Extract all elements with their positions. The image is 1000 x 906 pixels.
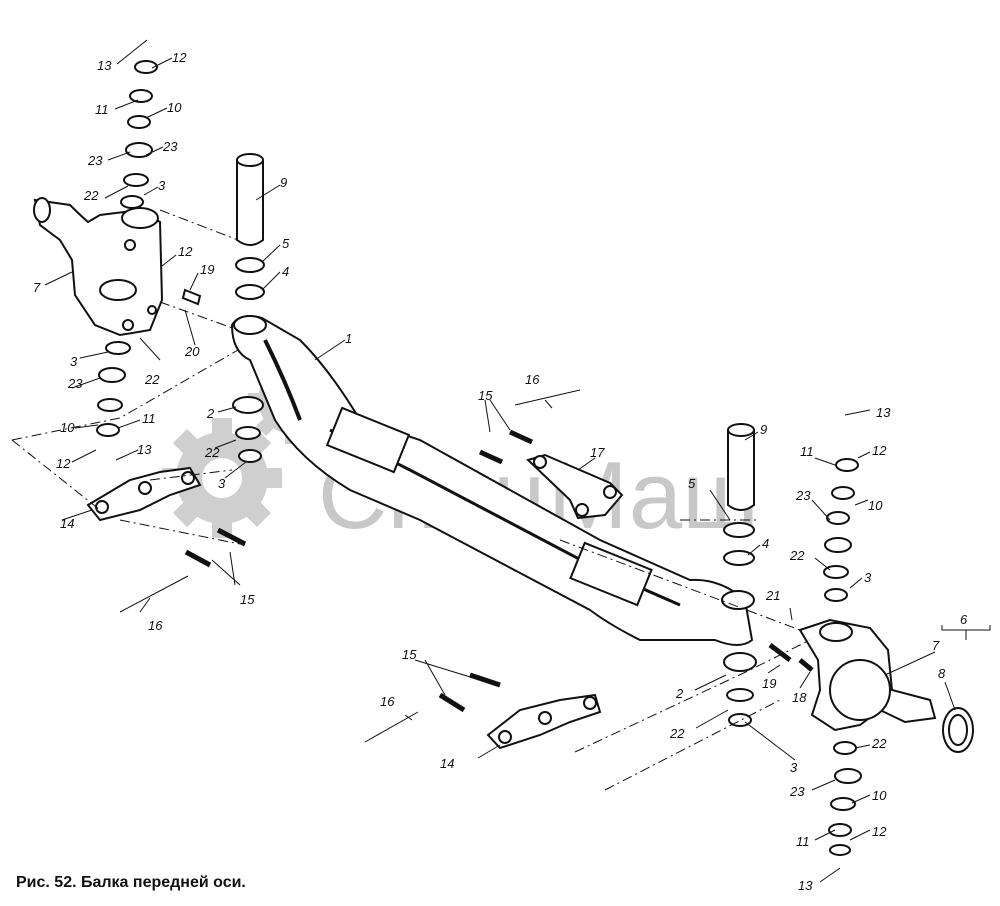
- callout-16: 16: [525, 372, 540, 387]
- callout-19: 19: [762, 676, 776, 691]
- callout-10: 10: [872, 788, 887, 803]
- callout-12: 12: [56, 456, 71, 471]
- callout-23: 23: [87, 153, 103, 168]
- callout-14: 14: [440, 756, 454, 771]
- callout-22: 22: [871, 736, 887, 751]
- callout-7: 7: [932, 638, 940, 653]
- callout-23: 23: [67, 376, 83, 391]
- callout-22: 22: [204, 445, 220, 460]
- callout-23: 23: [789, 784, 805, 799]
- left-steering-knuckle: [33, 197, 164, 337]
- callout-15: 15: [240, 592, 255, 607]
- figure-caption: Рис. 52. Балка передней оси.: [16, 874, 246, 891]
- callout-12: 12: [172, 50, 187, 65]
- callout-13: 13: [798, 878, 813, 893]
- callout-19: 19: [200, 262, 214, 277]
- callout-20: 20: [184, 344, 200, 359]
- callout-18: 18: [792, 690, 807, 705]
- callout-11: 11: [796, 834, 810, 849]
- callout-11: 11: [95, 102, 109, 117]
- callout-22: 22: [669, 726, 685, 741]
- callout-3: 3: [70, 354, 78, 369]
- callout-12: 12: [872, 824, 887, 839]
- callout-21: 21: [765, 588, 780, 603]
- bolts: [181, 288, 814, 713]
- callout-13: 13: [876, 405, 891, 420]
- callout-2: 2: [206, 406, 215, 421]
- callout-23: 23: [795, 488, 811, 503]
- callout-3: 3: [864, 570, 872, 585]
- callout-9: 9: [280, 175, 287, 190]
- callout-22: 22: [789, 548, 805, 563]
- callout-3: 3: [158, 178, 166, 193]
- callout-16: 16: [380, 694, 395, 709]
- callout-17: 17: [590, 445, 605, 460]
- callout-6: 6: [960, 612, 968, 627]
- callout-5: 5: [688, 476, 696, 491]
- callout-11: 11: [800, 444, 814, 459]
- callout-22: 22: [83, 188, 99, 203]
- callout-13: 13: [97, 58, 112, 73]
- callout-4: 4: [762, 536, 769, 551]
- callout-15: 15: [478, 388, 493, 403]
- steering-arms: [86, 453, 624, 750]
- callout-4: 4: [282, 264, 289, 279]
- assembly-lines: [11, 209, 811, 791]
- callout-1: 1: [345, 331, 352, 346]
- callout-15: 15: [402, 647, 417, 662]
- callout-12: 12: [178, 244, 193, 259]
- leader-lines: [44, 39, 991, 883]
- callout-11: 11: [142, 411, 156, 426]
- callout-5: 5: [282, 236, 290, 251]
- callout-10: 10: [60, 420, 75, 435]
- callout-14: 14: [60, 516, 74, 531]
- callout-7: 7: [33, 280, 41, 295]
- callout-12: 12: [872, 443, 887, 458]
- right-steering-knuckle: [798, 618, 974, 753]
- callout-3: 3: [218, 476, 226, 491]
- callout-16: 16: [148, 618, 163, 633]
- callout-23: 23: [162, 139, 178, 154]
- callout-3: 3: [790, 760, 798, 775]
- callout-labels: 13 12 11 10 23 23 22 3 9 5 4 1 7 12 19 2…: [33, 50, 968, 893]
- callout-22: 22: [144, 372, 160, 387]
- callout-10: 10: [868, 498, 883, 513]
- king-pins: [236, 153, 755, 511]
- callout-10: 10: [167, 100, 182, 115]
- callout-2: 2: [675, 686, 684, 701]
- callout-9: 9: [760, 422, 767, 437]
- callout-13: 13: [137, 442, 152, 457]
- callout-8: 8: [938, 666, 946, 681]
